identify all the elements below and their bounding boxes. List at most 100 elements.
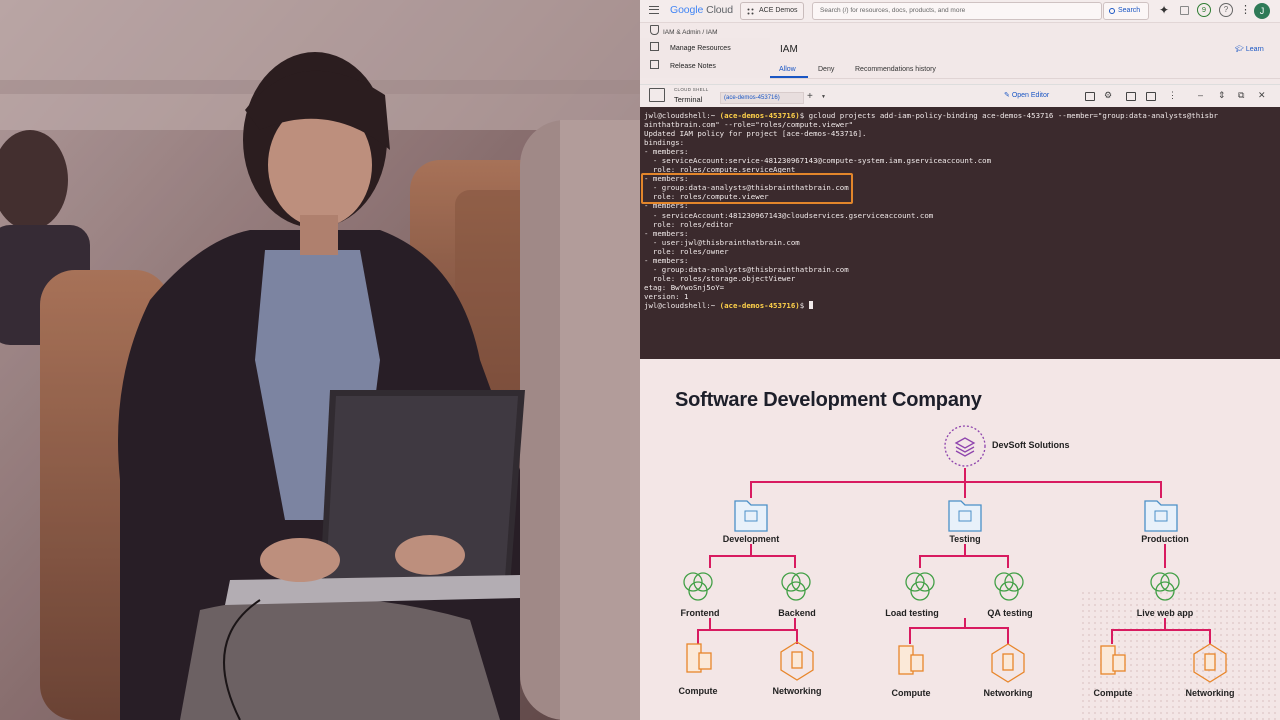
video-photo — [0, 0, 640, 720]
chevron-down-icon[interactable]: ▼ — [821, 94, 826, 100]
terminal-label: Terminal — [674, 95, 703, 104]
team-label: Live web app — [1136, 608, 1194, 618]
open-editor-label: Open Editor — [1011, 92, 1050, 99]
department-label: Production — [1141, 534, 1189, 544]
notifications-badge[interactable]: 9 — [1197, 3, 1211, 17]
more-shell-options-icon[interactable]: ⋮ — [1168, 90, 1177, 100]
terminal-line: - members: — [644, 201, 689, 211]
terminal-line: etag: BwYwoSnj5oY= — [644, 282, 725, 292]
terminal-cursor — [808, 300, 813, 309]
team-label: Frontend — [680, 608, 720, 618]
terminal-output-lines: Updated IAM policy for project [ace-demo… — [644, 129, 991, 301]
connector-lines — [697, 468, 1211, 644]
breadcrumb-text[interactable]: IAM & Admin / IAM — [663, 29, 718, 36]
team-label: Load testing — [885, 608, 939, 618]
terminal-line: role: roles/compute.serviceAgent — [652, 165, 796, 175]
hamburger-menu-icon[interactable] — [649, 6, 659, 14]
terminal-line: - members: — [644, 174, 689, 184]
search-icon — [1109, 8, 1115, 14]
team-label: QA testing — [987, 608, 1033, 618]
new-tab-icon[interactable]: + — [807, 91, 813, 102]
resource-label: Compute — [891, 688, 931, 698]
google-cloud-logo[interactable]: Google Cloud — [670, 4, 733, 16]
help-icon[interactable]: ? — [1219, 3, 1233, 17]
pencil-icon: ✎ — [1004, 92, 1012, 99]
split-view-icon[interactable] — [1146, 92, 1156, 101]
team-venn-icon — [994, 572, 1024, 601]
manage-resources-icon — [650, 42, 659, 51]
department-label: Testing — [949, 534, 981, 544]
active-tab-indicator — [770, 76, 808, 78]
right-panel: Google Cloud ACE Demos Search (/) for re… — [640, 0, 1280, 720]
prompt-user: jwl@cloudshell:~ — [644, 300, 720, 310]
folder-icon — [734, 500, 768, 532]
terminal-line: role: roles/storage.objectViewer — [652, 273, 796, 283]
terminal-line: - members: — [644, 147, 689, 157]
terminal-line: role: roles/compute.viewer — [652, 192, 769, 202]
networking-icon — [780, 641, 814, 681]
cloud-shell-toolbar: CLOUD SHELL Terminal (ace-demos-453716) … — [640, 84, 1280, 108]
terminal-line: - serviceAccount:service-481230967143@co… — [652, 156, 992, 166]
search-input[interactable]: Search (/) for resources, docs, products… — [812, 2, 1102, 20]
restore-size-icon[interactable]: ⇕ — [1218, 90, 1226, 100]
networking-icon — [1193, 643, 1227, 683]
terminal-icon — [649, 88, 665, 102]
prompt-project: (ace-demos-453716) — [719, 300, 800, 310]
tab-allow[interactable]: Allow — [779, 66, 796, 73]
terminal-line: role: roles/editor — [652, 219, 733, 229]
compute-icon — [686, 643, 712, 673]
keyboard-icon[interactable] — [1085, 92, 1095, 101]
terminal-line: Updated IAM policy for project [ace-demo… — [644, 129, 867, 139]
account-avatar[interactable]: J — [1254, 3, 1270, 19]
settings-gear-icon[interactable]: ⚙ — [1104, 90, 1113, 100]
iam-side-nav: Manage Resources Release Notes — [640, 38, 770, 78]
compute-icon — [898, 645, 924, 675]
open-editor-button[interactable]: ✎ Open Editor — [1004, 91, 1049, 99]
prompt-user: jwl@cloudshell:~ — [644, 111, 720, 120]
team-venn-icon — [683, 572, 713, 601]
logo-google-text: Google — [670, 4, 704, 16]
web-preview-icon[interactable] — [1126, 92, 1136, 101]
shield-icon — [650, 25, 659, 35]
woman-with-laptop-photo — [0, 0, 640, 720]
nav-item-release-notes[interactable]: Release Notes — [650, 60, 716, 70]
cloud-shell-activate-icon[interactable] — [1180, 6, 1189, 15]
slide-title: Software Development Company — [675, 389, 982, 411]
terminal-line: - serviceAccount:481230967143@cloudservi… — [652, 210, 934, 220]
console-top-bar: Google Cloud ACE Demos Search (/) for re… — [640, 0, 1280, 23]
terminal-output[interactable]: jwl@cloudshell:~ (ace-demos-453716) $ gcl… — [640, 107, 1280, 359]
command-continuation: ainthatbrain.com" --role="roles/compute.… — [644, 120, 854, 130]
terminal-line: - user:jwl@thisbrainthatbrain.com — [652, 237, 800, 247]
breadcrumb: IAM & Admin / IAM — [650, 25, 718, 36]
command-text: $ gcloud projects add-iam-policy-binding… — [799, 111, 1219, 120]
org-chart-diagram — [683, 425, 1227, 683]
terminal-line: - group:data-analysts@thisbrainthatbrain… — [652, 183, 849, 193]
tab-recommendations-history[interactable]: Recommendations history — [855, 66, 936, 73]
project-dots-icon — [747, 8, 754, 15]
nav-item-manage-resources[interactable]: Manage Resources — [650, 42, 731, 52]
close-shell-icon[interactable]: ✕ — [1258, 90, 1266, 100]
resource-label: Networking — [772, 686, 822, 696]
resource-label: Networking — [1185, 688, 1235, 698]
project-picker-button[interactable]: ACE Demos — [740, 2, 804, 20]
team-label: Backend — [778, 608, 816, 618]
learn-link[interactable]: 🎓︎ Learn — [1235, 45, 1264, 53]
terminal-line: - members: — [644, 228, 689, 238]
terminal-line: - group:data-analysts@thisbrainthatbrain… — [652, 264, 849, 274]
team-venn-icon — [905, 572, 935, 601]
terminal-line: bindings: — [644, 138, 685, 148]
tab-deny[interactable]: Deny — [818, 66, 835, 73]
project-name: ACE Demos — [759, 7, 798, 14]
gemini-spark-icon[interactable]: ✦ — [1159, 3, 1170, 17]
search-button[interactable]: Search — [1103, 2, 1149, 20]
minimize-icon[interactable]: – — [1198, 90, 1204, 100]
terminal-session-tab[interactable]: (ace-demos-453716) — [720, 92, 804, 104]
folder-icon — [1144, 500, 1178, 532]
open-new-window-icon[interactable]: ⧉ — [1238, 90, 1245, 100]
department-label: Development — [722, 534, 780, 544]
resource-label: Compute — [678, 686, 718, 696]
release-notes-icon — [650, 60, 659, 69]
search-button-label: Search — [1118, 7, 1141, 14]
more-options-icon[interactable]: ⋮ — [1240, 4, 1251, 16]
team-venn-icon — [1150, 572, 1180, 601]
